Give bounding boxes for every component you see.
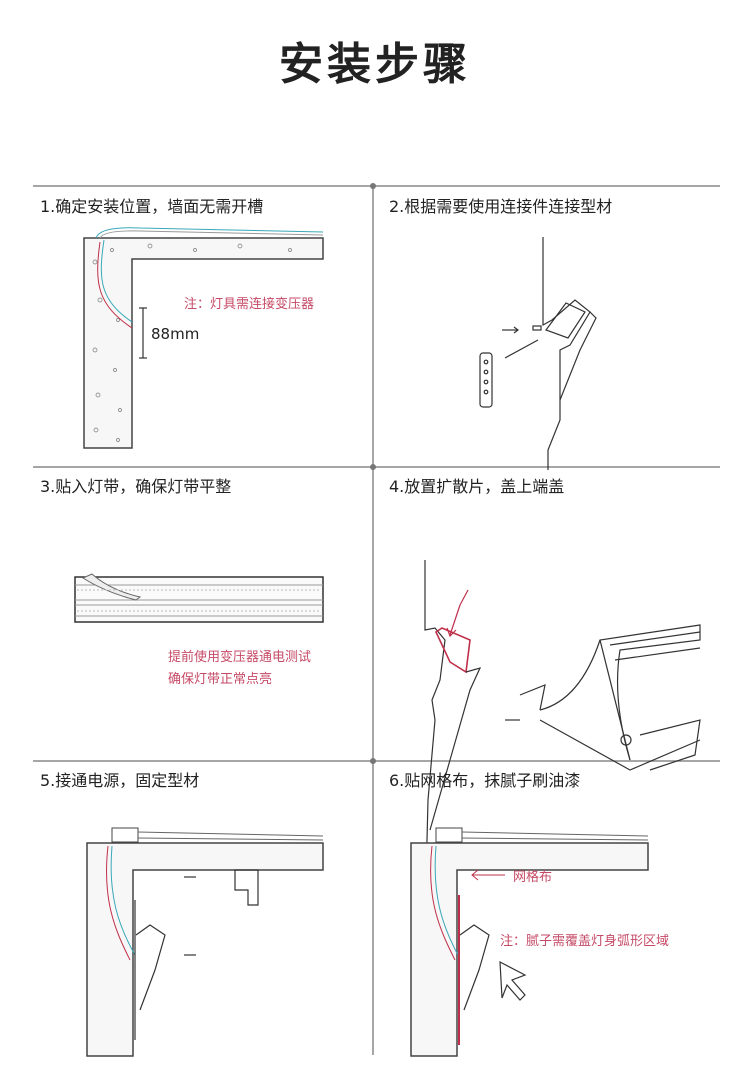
wall-corner-1	[83, 227, 324, 449]
mesh-label: 网格布	[513, 870, 553, 885]
step-6-label: 6.贴网格布，抹腻子刷油漆	[389, 771, 581, 790]
putty-note: 注：腻子需覆盖灯身弧形区域	[500, 934, 670, 949]
step-2-label: 2.根据需要使用连接件连接型材	[389, 197, 613, 216]
led-strip-diagram	[74, 573, 324, 623]
wall-corner-5	[86, 827, 324, 1057]
diffuser-endcap-diagram	[424, 560, 701, 881]
profile-connector-diagram	[479, 237, 597, 470]
wall-corner-6	[410, 827, 649, 1057]
transformer-note: 注：灯具需连接变压器	[184, 297, 315, 312]
test-note-line-1: 提前使用变压器通电测试	[168, 650, 312, 665]
step-4-label: 4.放置扩散片，盖上端盖	[389, 477, 565, 496]
step-5-label: 5.接通电源，固定型材	[40, 771, 200, 790]
step-3-label: 3.贴入灯带，确保灯带平整	[40, 477, 232, 496]
test-note-line-2: 确保灯带正常点亮	[168, 672, 273, 687]
page-title: 安装步骤	[279, 39, 471, 90]
step-1-label: 1.确定安装位置，墙面无需开槽	[40, 197, 264, 216]
grid-lines	[33, 185, 720, 1055]
measurement-label: 88mm	[151, 325, 200, 343]
